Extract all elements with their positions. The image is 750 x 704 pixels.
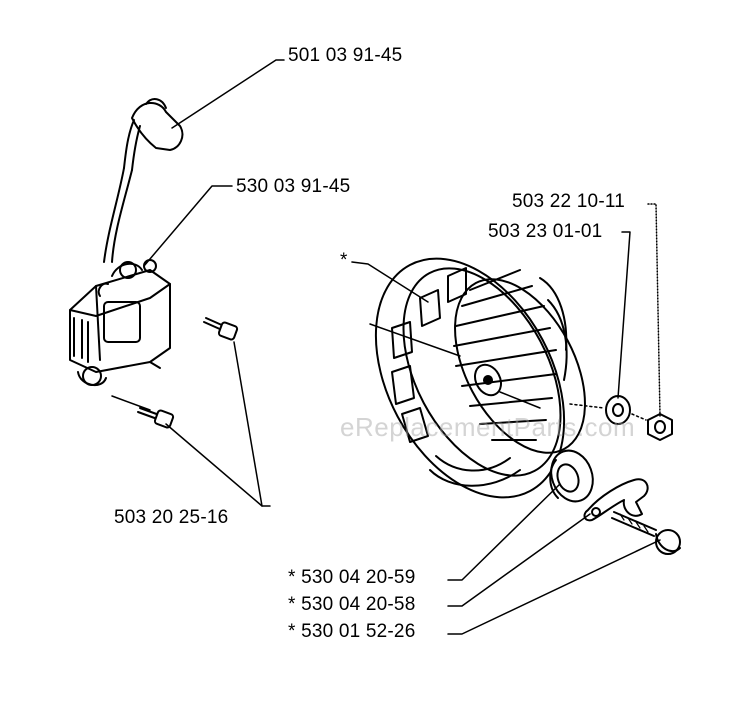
nut-right	[647, 413, 673, 441]
label-nut-right: 503 23 01-01	[488, 221, 603, 242]
pawl	[583, 478, 649, 522]
label-part-a: * 530 04 20-59	[288, 567, 416, 588]
pawl-bolt	[611, 511, 681, 555]
label-part-c: * 530 01 52-26	[288, 621, 416, 642]
washer-right	[605, 395, 631, 425]
label-flywheel-marker: *	[340, 250, 348, 271]
screw-upper	[203, 317, 239, 341]
spark-plug-boot	[123, 98, 184, 171]
watermark: eReplacementParts.com	[340, 412, 636, 442]
spacer-ring	[549, 449, 594, 503]
ignition-module	[69, 259, 171, 387]
label-ignition-module: 530 03 91-45	[236, 176, 351, 197]
label-washer-right: 503 22 10-11	[512, 191, 625, 212]
label-part-b: * 530 04 20-58	[288, 594, 416, 615]
ignition-lead	[103, 167, 133, 263]
label-screws-left: 503 20 25-16	[114, 507, 229, 528]
screw-lower	[137, 407, 175, 429]
label-spark-plug-cap: 501 03 91-45	[288, 45, 403, 66]
leader-lines	[143, 59, 661, 635]
flywheel	[374, 257, 586, 499]
